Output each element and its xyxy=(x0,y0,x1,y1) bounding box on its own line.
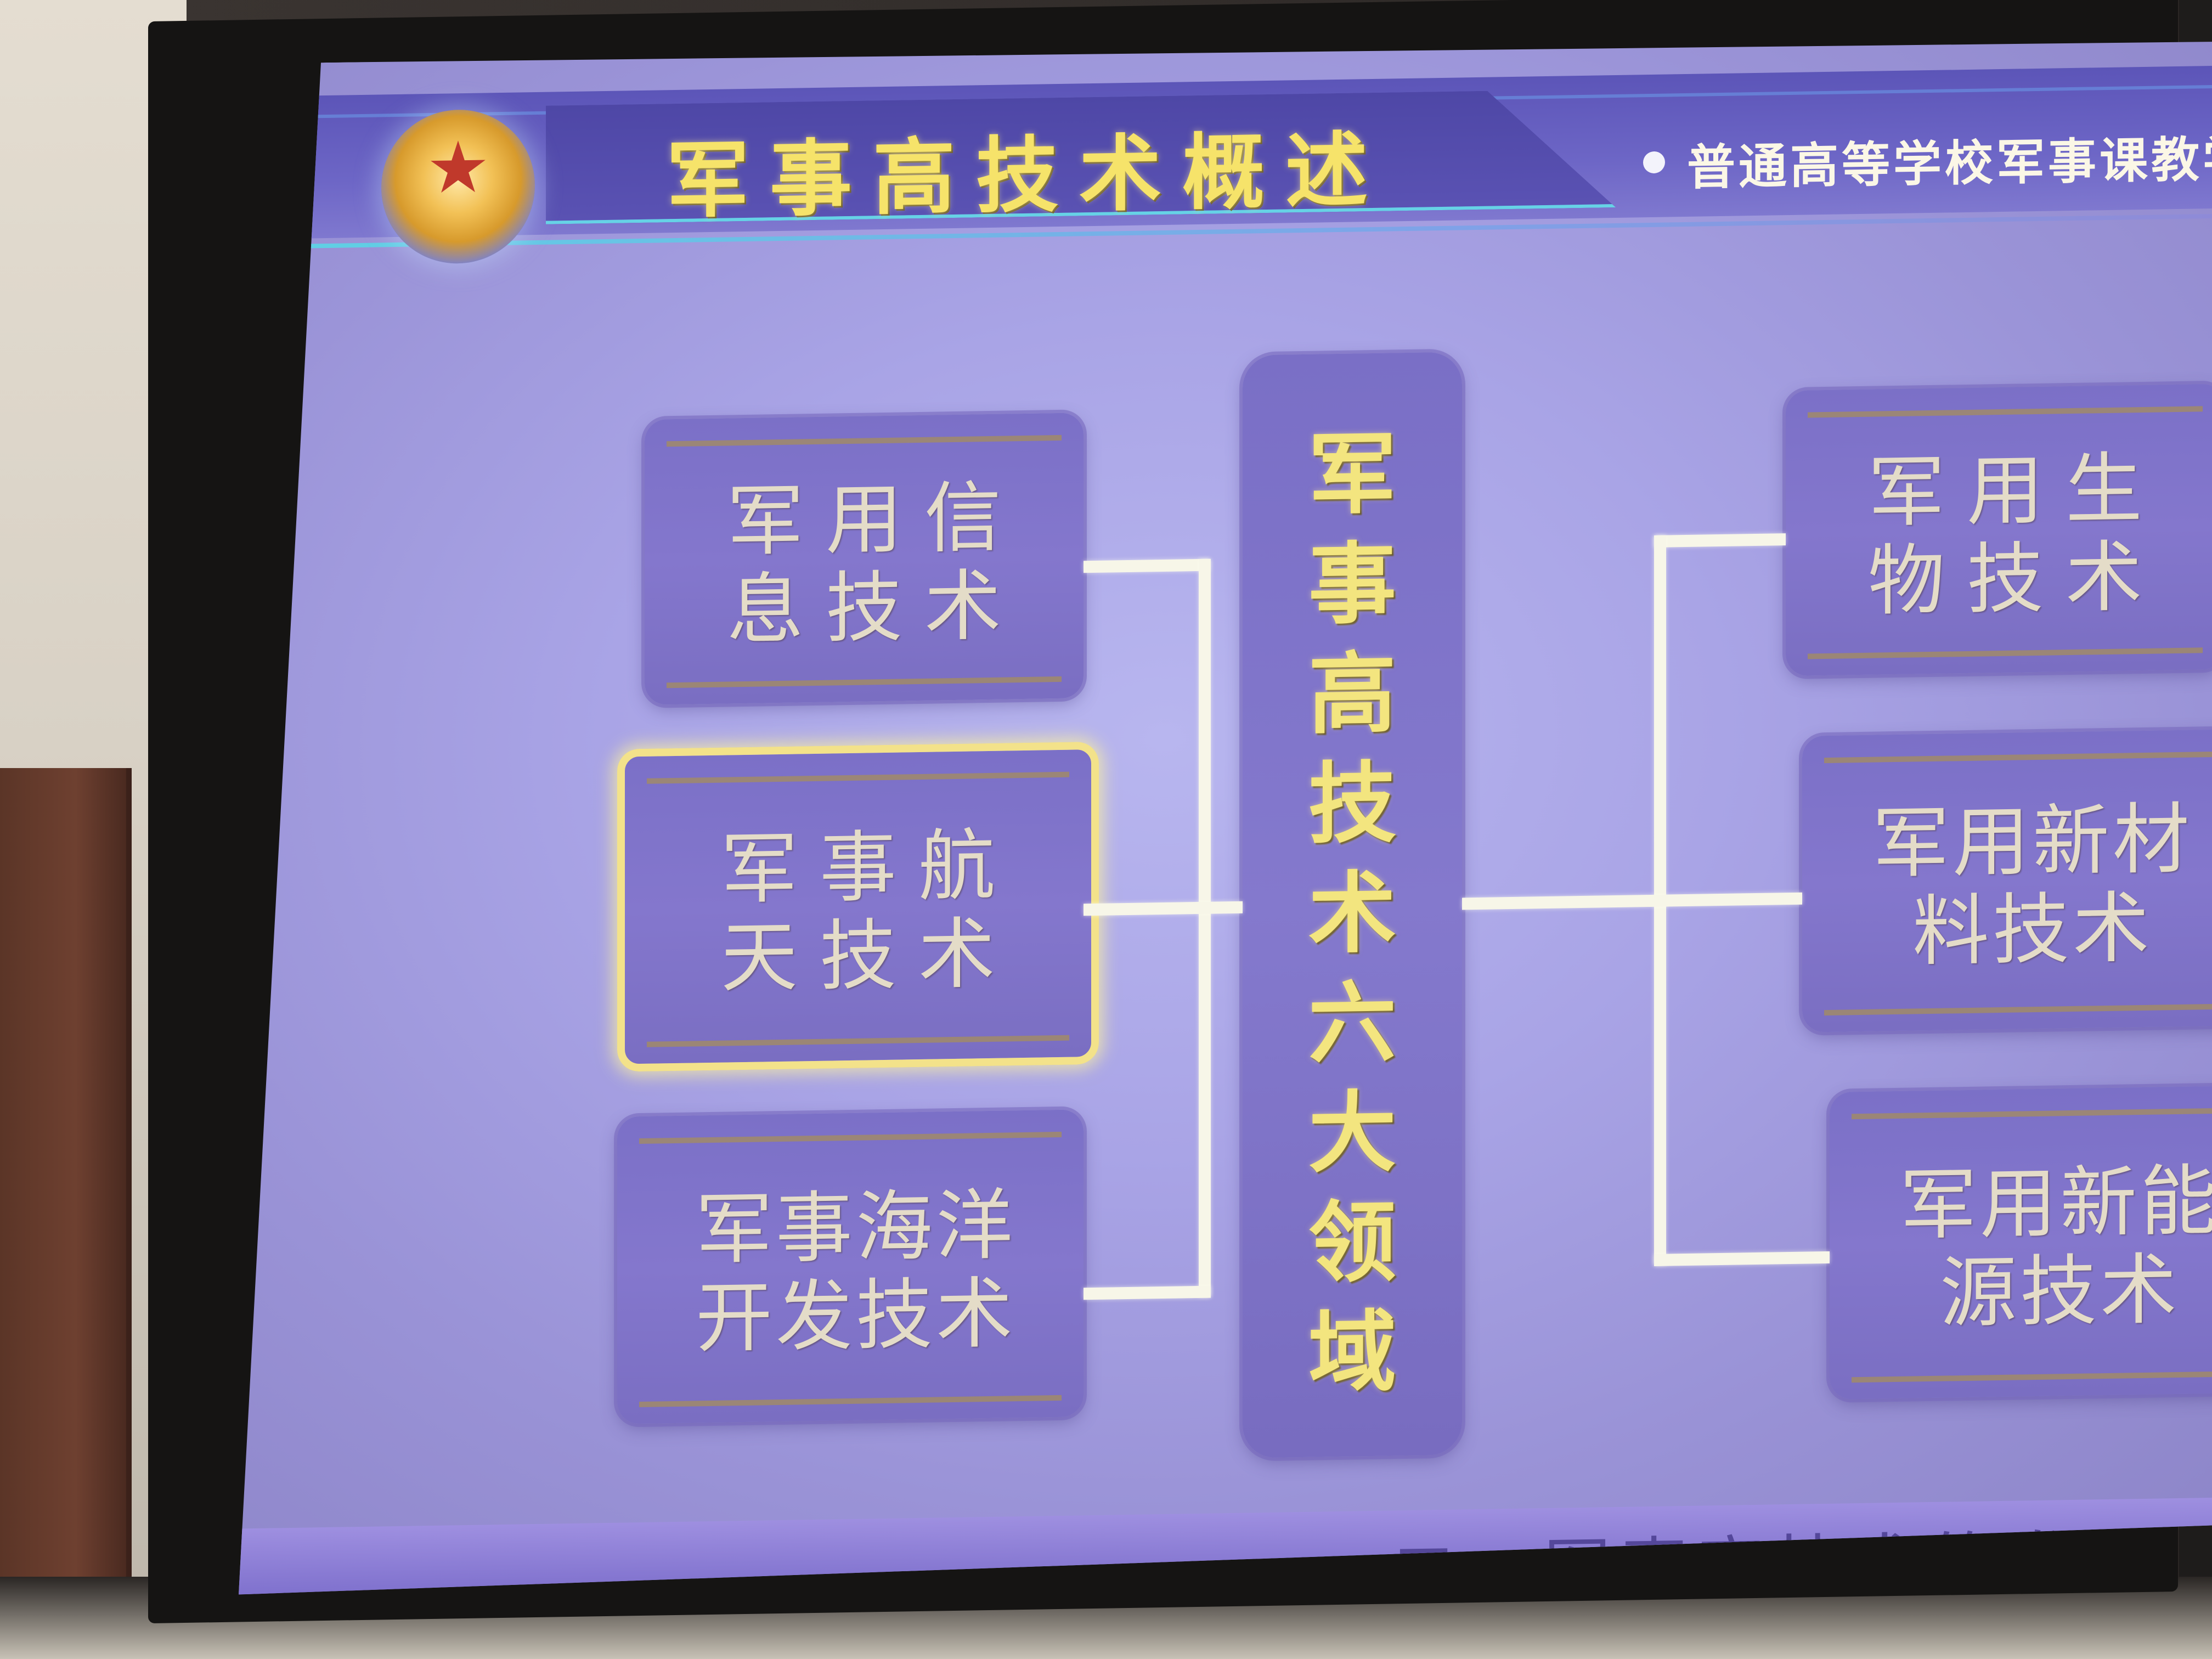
connector-left-middle xyxy=(1084,901,1243,916)
connector-right-middle xyxy=(1462,893,1802,910)
connector-right-top xyxy=(1654,533,1786,548)
center-label: 军 事 高 技 术 六 大 领 域 xyxy=(1308,422,1396,1404)
projected-slide: ★ 军事高技术概述 普通高等学校军事课教学系列课件 军用信 息技术 军事航 天技… xyxy=(239,32,2212,1595)
box-label: 军用新材 料技术 xyxy=(1872,794,2193,977)
box-military-information: 军用信 息技术 xyxy=(645,413,1084,705)
box-label: 军事海洋 开发技术 xyxy=(695,1181,1016,1364)
slide-title: 军事高技术概述 xyxy=(667,122,1389,230)
box-label: 军用信 息技术 xyxy=(726,473,1023,656)
box-label: 军用生 物技术 xyxy=(1867,444,2164,627)
box-label: 军用新能 源技术 xyxy=(1899,1156,2212,1339)
center-box-six-domains: 军 事 高 技 术 六 大 领 域 xyxy=(1243,352,1462,1458)
box-military-ocean: 军事海洋 开发技术 xyxy=(617,1109,1084,1424)
box-military-energy: 军用新能 源技术 xyxy=(1830,1085,2212,1400)
connector-left-vertical xyxy=(1199,559,1211,1297)
course-series-label: 普通高等学校军事课教学系列课件 xyxy=(1687,126,2212,196)
connector-left-bottom xyxy=(1084,1286,1211,1300)
emblem-star-icon: ★ xyxy=(426,125,490,210)
connector-right-bottom xyxy=(1654,1251,1830,1266)
box-military-aerospace: 军事航 天技术 xyxy=(617,742,1099,1072)
box-label: 军事航 天技术 xyxy=(720,821,1017,1003)
box-military-biology: 军用生 物技术 xyxy=(1786,384,2212,676)
next-section-caption: 二、军事高技术的发展与应用 xyxy=(1391,1519,2212,1595)
room-door xyxy=(0,768,132,1659)
connector-left-top xyxy=(1084,559,1210,573)
box-military-materials: 军用新材 料技术 xyxy=(1802,729,2212,1032)
projector-screen: ★ 军事高技术概述 普通高等学校军事课教学系列课件 军用信 息技术 军事航 天技… xyxy=(148,0,2178,1624)
